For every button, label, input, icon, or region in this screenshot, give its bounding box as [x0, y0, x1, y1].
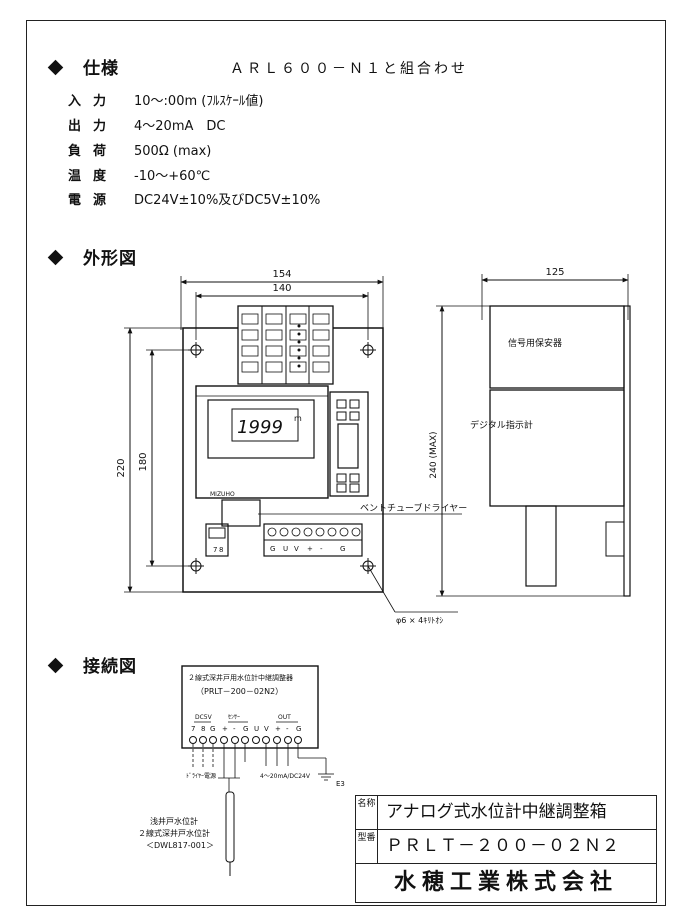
title-row-name: 名称 アナログ式水位計中継調整箱 [356, 796, 656, 830]
sensor-probe-icon [225, 791, 235, 863]
vent-tube [221, 499, 261, 527]
display-unit: m [294, 414, 302, 423]
svg-text:8: 8 [219, 546, 223, 554]
svg-text:-: - [286, 725, 289, 733]
bottom-terminal-labels: 7 8 G U V + - G [213, 545, 345, 554]
spec-key: 負荷 [68, 144, 119, 159]
dim-125: 125 [545, 267, 564, 278]
svg-text:V: V [264, 725, 269, 733]
sensor-label-2: ２線式深井戸水位計 [138, 828, 210, 838]
output-label: 4～20mA/DC24V [260, 773, 311, 780]
spec-key: 温度 [68, 169, 119, 184]
bottom-terminal-block [205, 523, 363, 557]
dim-180: 180 [138, 452, 149, 471]
spec-row-input: 入力 10～:00m (ﾌﾙｽｹｰﾙ値) [68, 90, 263, 109]
svg-text:+: + [222, 725, 228, 733]
svg-text:+: + [275, 725, 281, 733]
spec-row-load: 負荷 500Ω (max) [68, 140, 211, 159]
sensor-model: ＜DWL817-001＞ [146, 841, 214, 850]
svg-text:7: 7 [213, 546, 217, 554]
model-label: 型番 [356, 830, 378, 863]
svg-text:G: G [340, 545, 345, 553]
spec-key: 入力 [68, 94, 119, 109]
front-view: 154 140 220 180 [116, 269, 458, 625]
svg-text:U: U [283, 545, 288, 553]
spec-row-temperature: 温度 -10～+60℃ [68, 165, 210, 184]
spec-value: DC24V±10%及びDC5V±10% [134, 193, 321, 208]
sensor-label-1: 浅井戸水位計 [150, 816, 198, 826]
group-out: OUT [278, 714, 291, 721]
side-module [329, 391, 369, 497]
display-value: 1999 [237, 417, 283, 438]
dim-154: 154 [272, 269, 291, 280]
vent-label: ベントチューブドライヤー [360, 502, 467, 514]
svg-text:-: - [320, 545, 323, 553]
name-label: 名称 [356, 796, 378, 829]
svg-text:-: - [233, 725, 236, 733]
earth-label: E3 [336, 780, 345, 788]
driver-power-label: ﾄﾞﾗｲﾔｰ電源 [186, 772, 216, 780]
spec-value: 4～20mA DC [134, 119, 226, 134]
title-block: 名称 アナログ式水位計中継調整箱 型番 ＰＲＬＴ－２００－０２Ｎ２ 水穂工業株式… [355, 795, 657, 903]
spec-key: 出力 [68, 119, 119, 134]
svg-text:7: 7 [191, 725, 195, 733]
svg-text:8: 8 [201, 725, 205, 733]
wiring-section-title: 接続図 [47, 652, 137, 677]
svg-text:+: + [307, 545, 313, 553]
title-row-model: 型番 ＰＲＬＴ－２００－０２Ｎ２ [356, 830, 656, 864]
group-sensor: ｾﾝｻｰ [228, 714, 240, 721]
digital-label: デジタル指示計 [470, 419, 533, 431]
svg-text:V: V [294, 545, 299, 553]
brand-label: MIZUHO [210, 491, 235, 498]
signal-protector-terminals [237, 305, 334, 385]
svg-text:G: G [243, 725, 248, 733]
svg-text:G: G [270, 545, 275, 553]
spec-row-power: 電源 DC24V±10%及びDC5V±10% [68, 189, 320, 208]
wiring-diagram: ２線式深井戸用水位計中継調整器 （PRLT－200－02N2） DC5V ｾﾝｻ… [138, 665, 345, 876]
drawing-sheet [26, 20, 666, 906]
spec-row-output: 出力 4～20mA DC [68, 115, 225, 134]
group-dc5v: DC5V [195, 714, 213, 721]
spec-subtitle: ＡＲＬ６００－Ｎ１と組合わせ [230, 61, 468, 77]
wiring-box-title: ２線式深井戸用水位計中継調整器 [188, 673, 293, 682]
side-view: 125 240 (MAX) 信号用保安器 デジタル指示計 [429, 267, 631, 597]
spec-section-title: 仕様 [47, 54, 119, 79]
dim-240: 240 (MAX) [429, 431, 439, 478]
spec-value: 10～:00m (ﾌﾙｽｹｰﾙ値) [134, 94, 264, 109]
dim-140: 140 [272, 283, 291, 294]
svg-text:G: G [210, 725, 215, 733]
mount-hole-icon [188, 342, 376, 574]
model-value: ＰＲＬＴ－２００－０２Ｎ２ [386, 836, 620, 856]
spec-key: 電源 [68, 193, 119, 208]
svg-text:U: U [254, 725, 259, 733]
name-value: アナログ式水位計中継調整箱 [386, 802, 607, 822]
wiring-terminal-labels: 7 8 G + - G U V + - G [191, 725, 301, 733]
svg-text:G: G [296, 725, 301, 733]
wiring-box-model: （PRLT－200－02N2） [196, 687, 283, 696]
protector-label: 信号用保安器 [508, 337, 562, 349]
dim-220: 220 [116, 458, 127, 477]
digital-indicator: 1999 m MIZUHO [195, 385, 329, 499]
spec-value: 500Ω (max) [134, 144, 212, 159]
hole-callout: φ6 × 4ｷﾘﾄｵｼ [396, 616, 443, 625]
outline-section-title: 外形図 [47, 244, 137, 269]
spec-value: -10～+60℃ [134, 169, 211, 184]
company-name: 水穂工業株式会社 [393, 870, 618, 895]
